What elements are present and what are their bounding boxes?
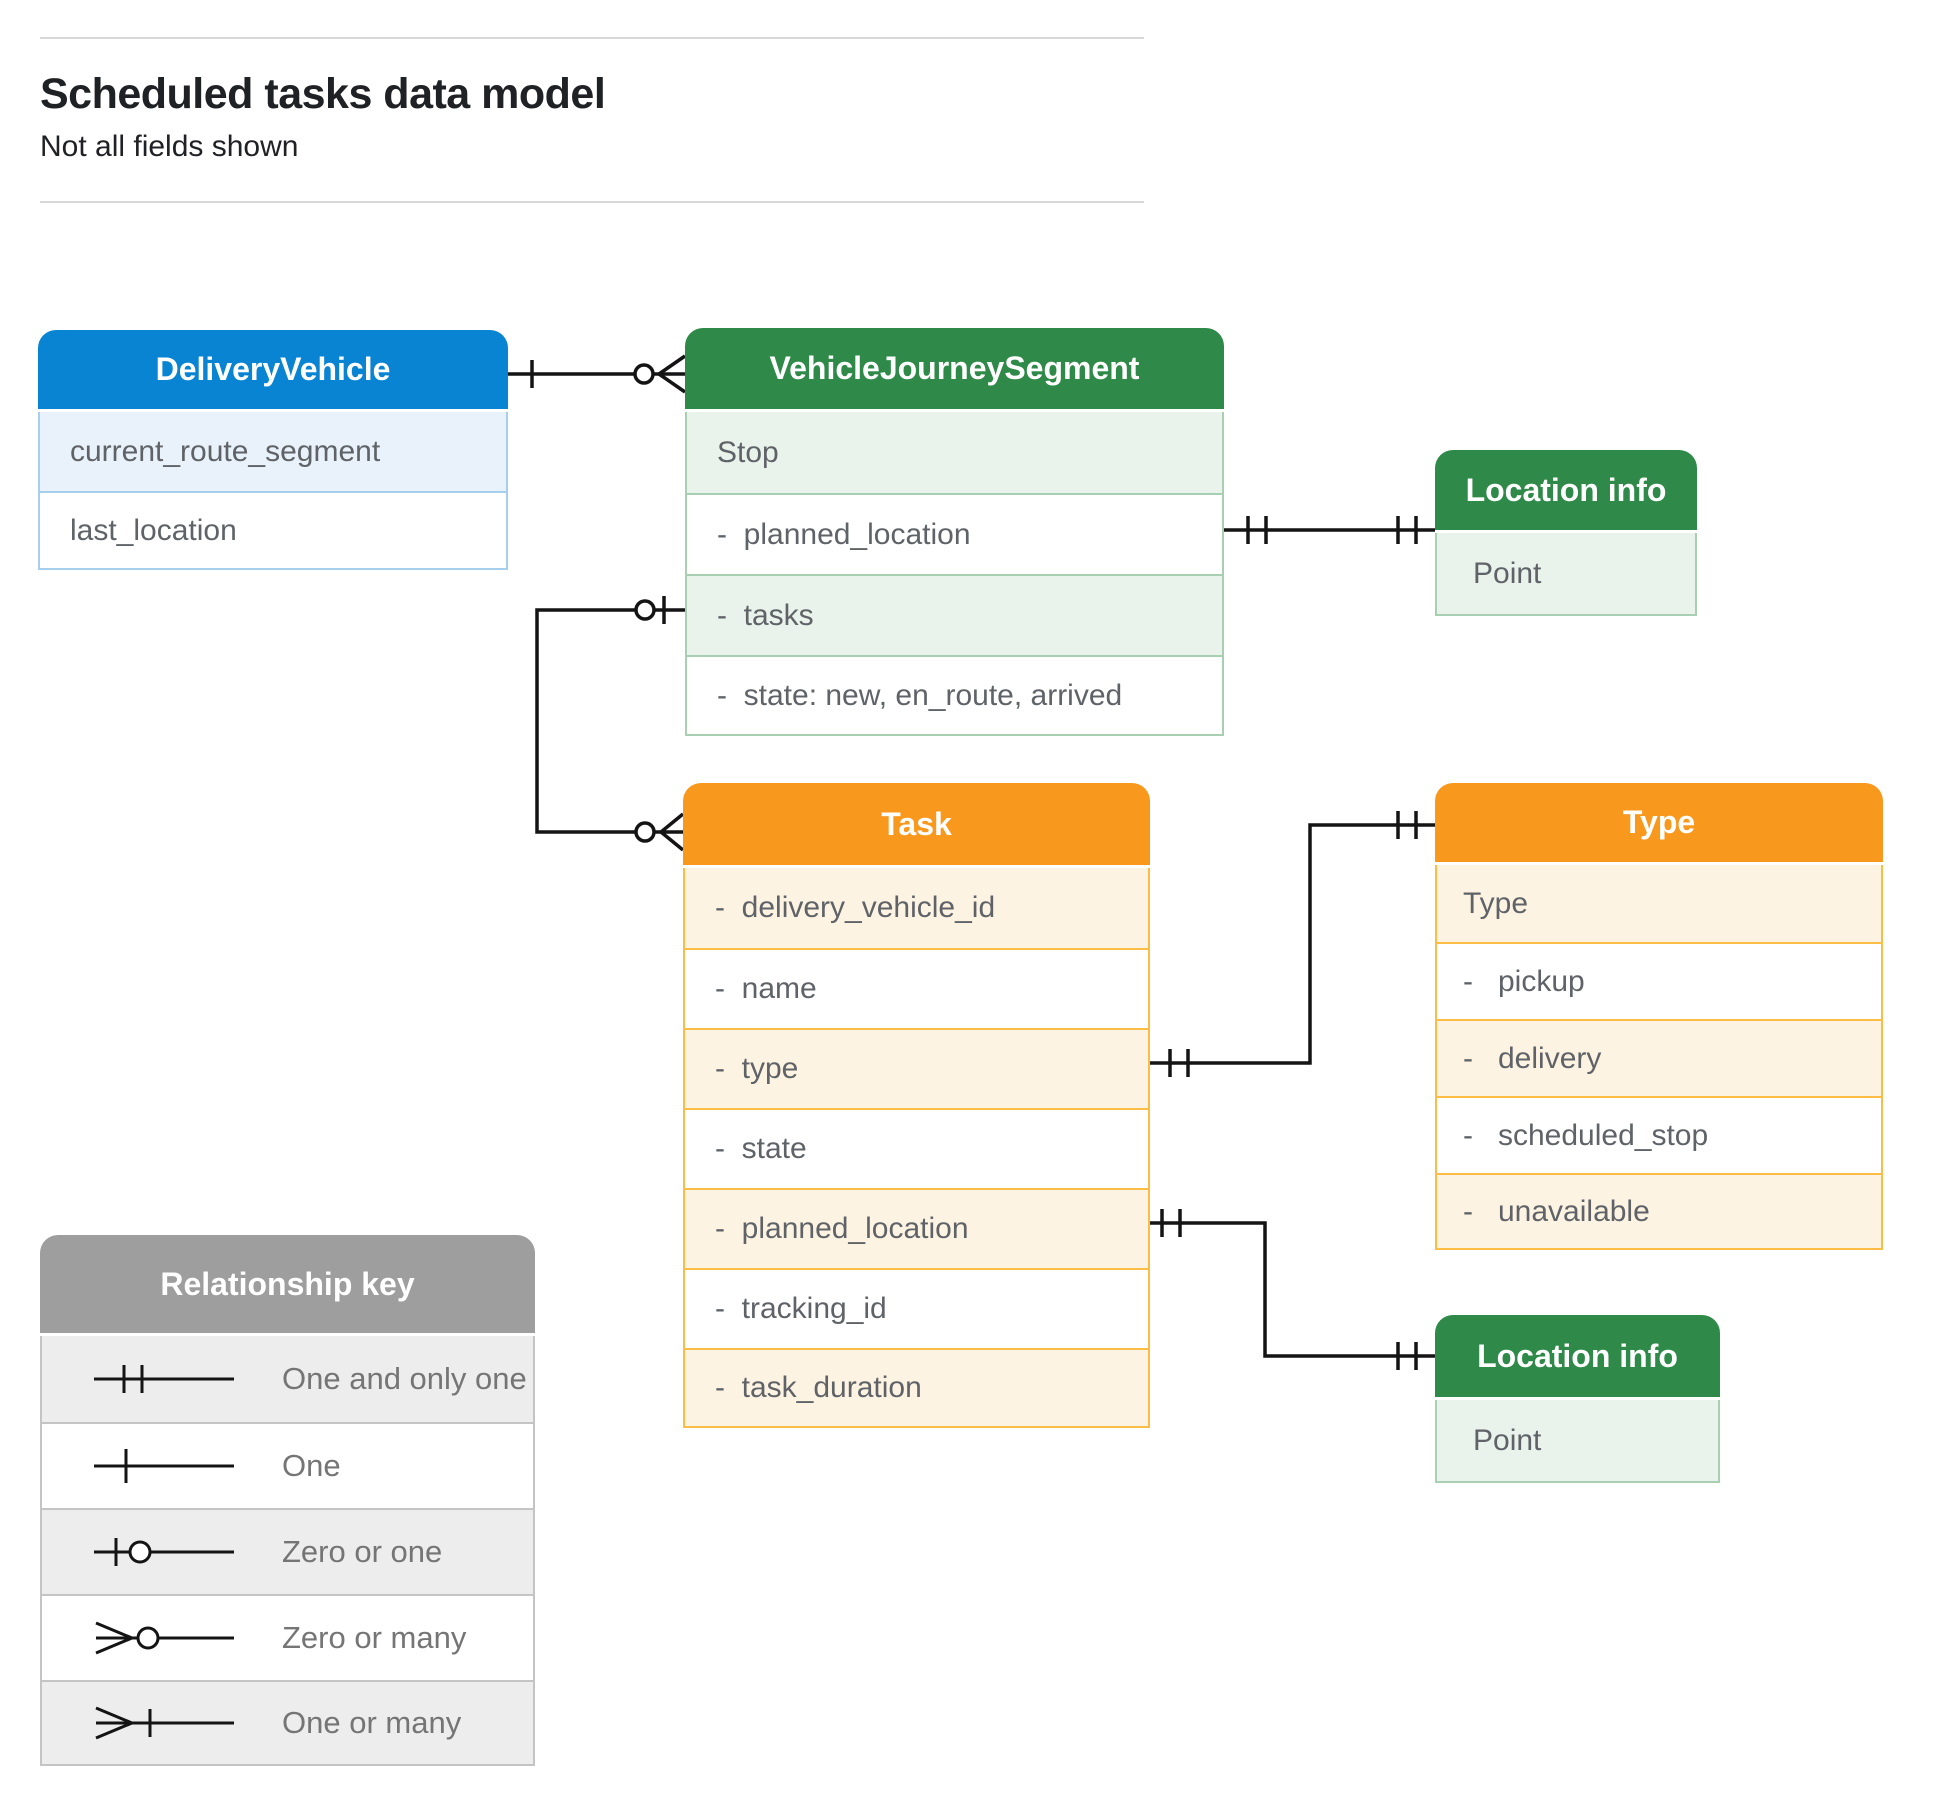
field-label: - pickup (1463, 964, 1585, 998)
one-or-many-icon (95, 1706, 234, 1740)
legend-row: One or many (40, 1680, 535, 1766)
field-label: - tracking_id (715, 1292, 887, 1325)
connector-task-type-to-type (1150, 811, 1435, 1077)
connector-vehiclejourneysegment-to-location-info (1224, 516, 1435, 544)
connector-tasks-to-task (535, 596, 685, 852)
field-row: Point (1435, 1400, 1720, 1483)
entity-location-info-bottom: Location info Point (1435, 1315, 1720, 1483)
field-label: current_route_segment (70, 434, 381, 468)
one-and-only-one-icon (94, 1365, 234, 1393)
entity-location-info-top: Location info Point (1435, 450, 1697, 616)
zero-or-one-icon (94, 1538, 234, 1566)
legend-row: Zero or many (40, 1594, 535, 1680)
field-row: - task_duration (683, 1348, 1150, 1428)
field-label: - unavailable (1463, 1194, 1650, 1228)
field-row: - state: new, en_route, arrived (685, 655, 1224, 736)
field-label: Stop (717, 435, 779, 469)
field-row: - tasks (685, 574, 1224, 655)
entity-location-info-bottom-title: Location info (1435, 1315, 1720, 1397)
field-row: - planned_location (683, 1188, 1150, 1268)
field-row: - scheduled_stop (1435, 1096, 1883, 1173)
field-label: Type (1463, 886, 1529, 920)
field-label: - scheduled_stop (1463, 1118, 1709, 1152)
top-divider (40, 37, 1144, 39)
field-label: - task_duration (715, 1371, 922, 1404)
field-label: - tasks (717, 598, 814, 632)
field-label: - type (715, 1052, 799, 1085)
field-row: Type (1435, 865, 1883, 942)
field-row: last_location (38, 491, 508, 570)
entity-task-title: Task (683, 783, 1150, 865)
field-row: - delivery_vehicle_id (683, 868, 1150, 948)
page-subtitle: Not all fields shown (40, 130, 299, 163)
entity-location-info-top-title: Location info (1435, 450, 1697, 530)
field-row: - type (683, 1028, 1150, 1108)
field-label: - state: new, en_route, arrived (717, 678, 1123, 712)
field-label: - delivery (1463, 1041, 1602, 1075)
connector-task-planned-location-to-location-info (1150, 1209, 1435, 1370)
entity-task: Task - delivery_vehicle_id - name - type… (683, 783, 1150, 1428)
relationship-key-legend: Relationship key One and only one One Ze… (40, 1235, 535, 1766)
legend-label: One or many (282, 1705, 462, 1740)
legend-row: One and only one (40, 1336, 535, 1422)
field-row: current_route_segment (38, 412, 508, 491)
entity-vehicle-journey-segment: VehicleJourneySegment Stop - planned_loc… (685, 328, 1224, 736)
legend-label: Zero or one (282, 1534, 443, 1569)
bottom-divider (40, 201, 1144, 203)
field-label: - state (715, 1132, 807, 1165)
entity-delivery-vehicle-title: DeliveryVehicle (38, 330, 508, 409)
field-row: - state (683, 1108, 1150, 1188)
one-icon (94, 1449, 234, 1483)
entity-type: Type Type - pickup - delivery - schedule… (1435, 783, 1883, 1250)
legend-label: One and only one (282, 1361, 527, 1396)
legend-row: Zero or one (40, 1508, 535, 1594)
field-row: Stop (685, 412, 1224, 493)
field-row: - delivery (1435, 1019, 1883, 1096)
field-label: Point (1473, 556, 1542, 590)
field-label: last_location (70, 513, 237, 547)
field-row: - unavailable (1435, 1173, 1883, 1250)
field-label: - name (715, 972, 817, 1005)
field-row: - tracking_id (683, 1268, 1150, 1348)
field-label: Point (1473, 1423, 1542, 1457)
field-row: - name (683, 948, 1150, 1028)
field-row: - pickup (1435, 942, 1883, 1019)
legend-label: Zero or many (282, 1620, 467, 1655)
field-label: - planned_location (715, 1212, 969, 1245)
field-label: - delivery_vehicle_id (715, 891, 996, 924)
page-title: Scheduled tasks data model (40, 70, 606, 118)
legend-label: One (282, 1448, 341, 1483)
entity-vehicle-journey-segment-title: VehicleJourneySegment (685, 328, 1224, 409)
zero-or-many-icon (95, 1621, 234, 1655)
legend-row: One (40, 1422, 535, 1508)
field-row: Point (1435, 533, 1697, 616)
relationship-key-title: Relationship key (40, 1235, 535, 1333)
field-label: - planned_location (717, 517, 971, 551)
entity-type-title: Type (1435, 783, 1883, 862)
connector-deliveryvehicle-to-vehiclejourneysegment (508, 354, 686, 394)
entity-delivery-vehicle: DeliveryVehicle current_route_segment la… (38, 330, 508, 570)
field-row: - planned_location (685, 493, 1224, 574)
